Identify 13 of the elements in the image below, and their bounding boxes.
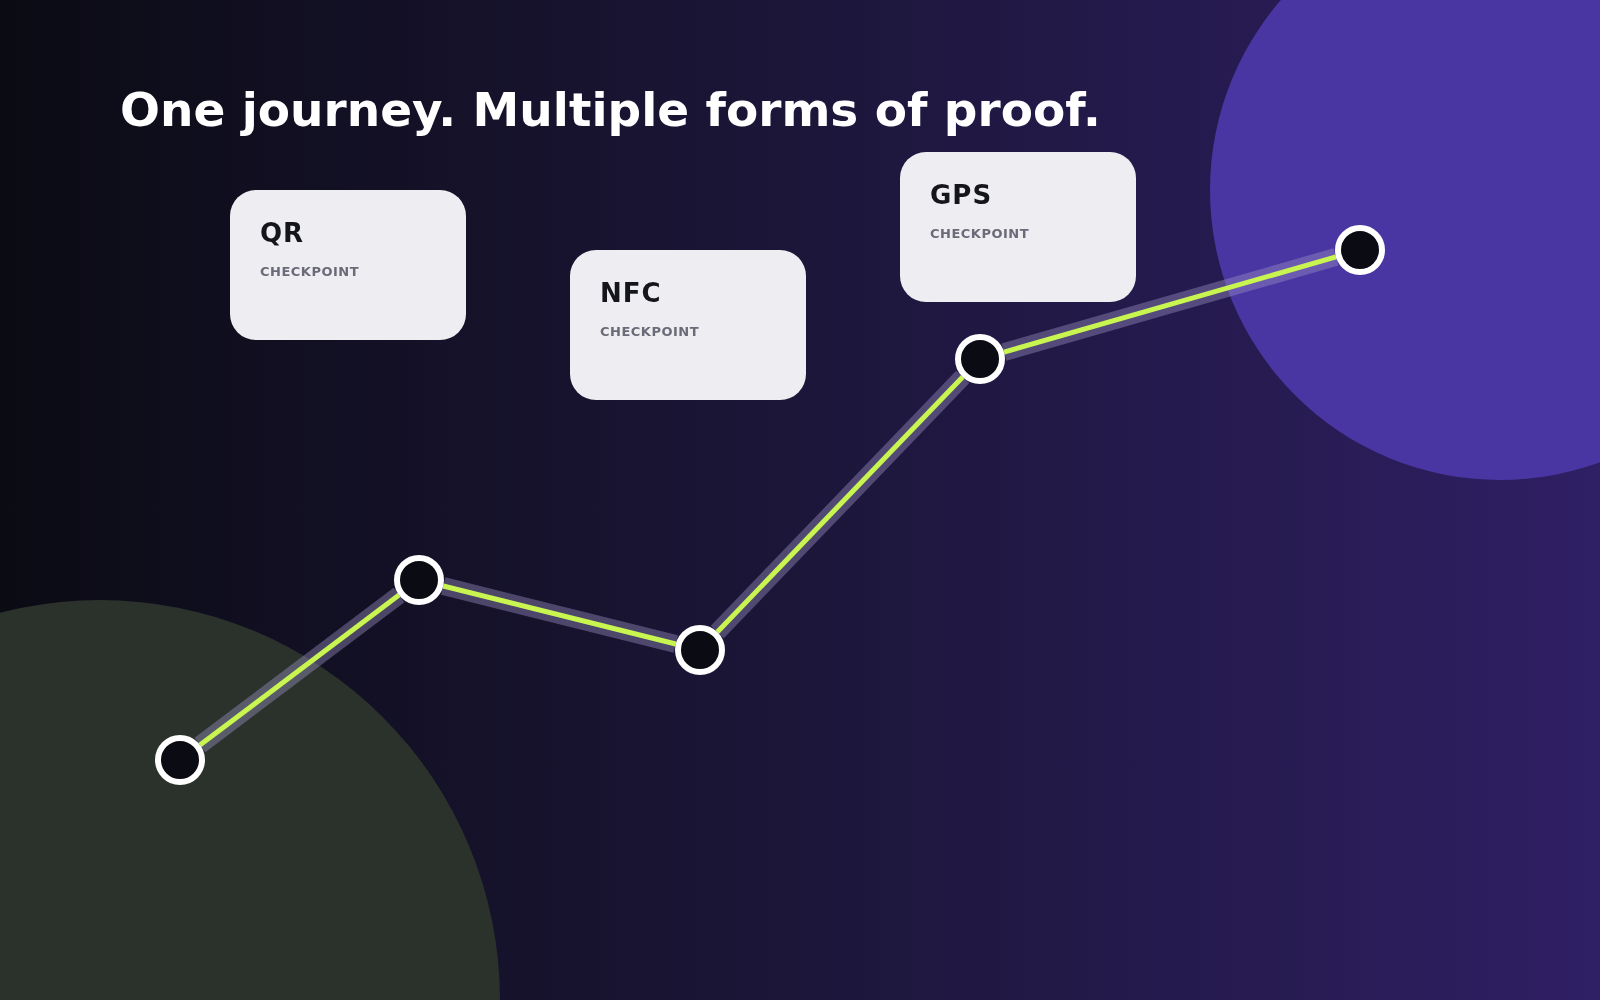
card-heading: QR bbox=[260, 218, 305, 248]
card-subtitle: CHECKPOINT bbox=[600, 324, 700, 339]
checkpoint-card bbox=[230, 190, 466, 340]
waypoint-marker bbox=[394, 555, 444, 605]
card-subtitle: CHECKPOINT bbox=[930, 226, 1030, 241]
card-heading: NFC bbox=[600, 278, 662, 308]
checkpoint-card bbox=[570, 250, 806, 400]
checkpoint-card bbox=[900, 152, 1136, 302]
card-subtitle: CHECKPOINT bbox=[260, 264, 360, 279]
title: One journey. Multiple forms of proof. bbox=[120, 82, 1101, 137]
waypoint-marker bbox=[955, 334, 1005, 384]
waypoint-marker bbox=[675, 625, 725, 675]
card-heading: GPS bbox=[930, 180, 993, 210]
